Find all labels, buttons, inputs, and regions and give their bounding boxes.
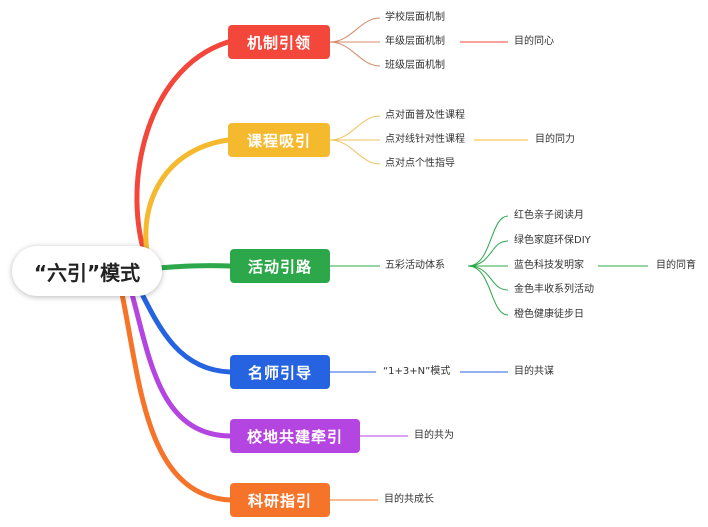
connector-root-b2 (143, 137, 231, 271)
b1-item-3: 班级层面机制 (385, 60, 445, 71)
connector-root-b5 (129, 291, 233, 439)
b1-item-1: 学校层面机制 (385, 12, 445, 23)
topic-b5: 校地共建牵引 (230, 419, 360, 453)
b3-item-1: 五彩活动体系 (385, 260, 445, 271)
b3-subitem-1: 红色亲子阅读月 (514, 210, 584, 221)
b2-item-1: 点对面普及性课程 (385, 110, 465, 121)
connector-b3-sub5 (467, 265, 509, 316)
b2-goal: 目的同力 (535, 134, 575, 145)
topic-b5-label: 校地共建牵引 (246, 427, 343, 446)
connector-b2-item3 (329, 139, 381, 165)
connector-b1-item1 (329, 17, 381, 43)
root-node: “六引”模式 (12, 246, 162, 296)
b6-item-1: 目的共成长 (384, 494, 434, 505)
b1-goal: 目的同心 (514, 36, 554, 47)
b4-item-1: “1+3+N”模式 (383, 366, 451, 377)
connector-root-b4 (137, 287, 233, 375)
b2-item-2: 点对线针对性课程 (385, 134, 465, 145)
connector-b3-sub4 (467, 265, 509, 291)
b3-subitem-5: 橙色健康徒步日 (514, 309, 584, 320)
topic-b6-label: 科研指引 (247, 491, 312, 510)
topic-b1: 机制引领 (228, 25, 330, 59)
topic-b4-label: 名师引导 (247, 363, 312, 382)
topic-b6: 科研指引 (230, 483, 330, 517)
b3-subitem-2: 绿色家庭环保DIY (514, 235, 591, 246)
b5-item-1: 目的共为 (414, 430, 454, 441)
topic-b3-label: 活动引路 (247, 257, 312, 276)
b4-goal: 目的共谋 (514, 366, 554, 377)
b2-item-3: 点对点个性指导 (385, 158, 455, 169)
connector-root-b6 (119, 291, 233, 503)
topic-b4: 名师引导 (230, 355, 330, 389)
connector-b3-sub1 (467, 215, 509, 267)
connector-b1-item3 (329, 41, 381, 67)
b3-goal: 目的同育 (656, 260, 696, 271)
connector-b2-item1 (329, 115, 381, 141)
connector-root-b1 (134, 39, 231, 271)
b1-item-2: 年级层面机制 (385, 36, 445, 47)
topic-b1-label: 机制引领 (246, 33, 311, 52)
topic-b2-label: 课程吸引 (246, 131, 311, 150)
root-label: “六引”模式 (33, 260, 141, 285)
b3-subitem-4: 金色丰收系列活动 (514, 284, 594, 295)
connector-root-b3 (155, 263, 233, 271)
connector-b3-sub2 (467, 240, 509, 267)
topic-b2: 课程吸引 (228, 123, 330, 157)
topic-b3: 活动引路 (230, 249, 330, 283)
b3-subitem-3: 蓝色科技发明家 (514, 260, 584, 271)
